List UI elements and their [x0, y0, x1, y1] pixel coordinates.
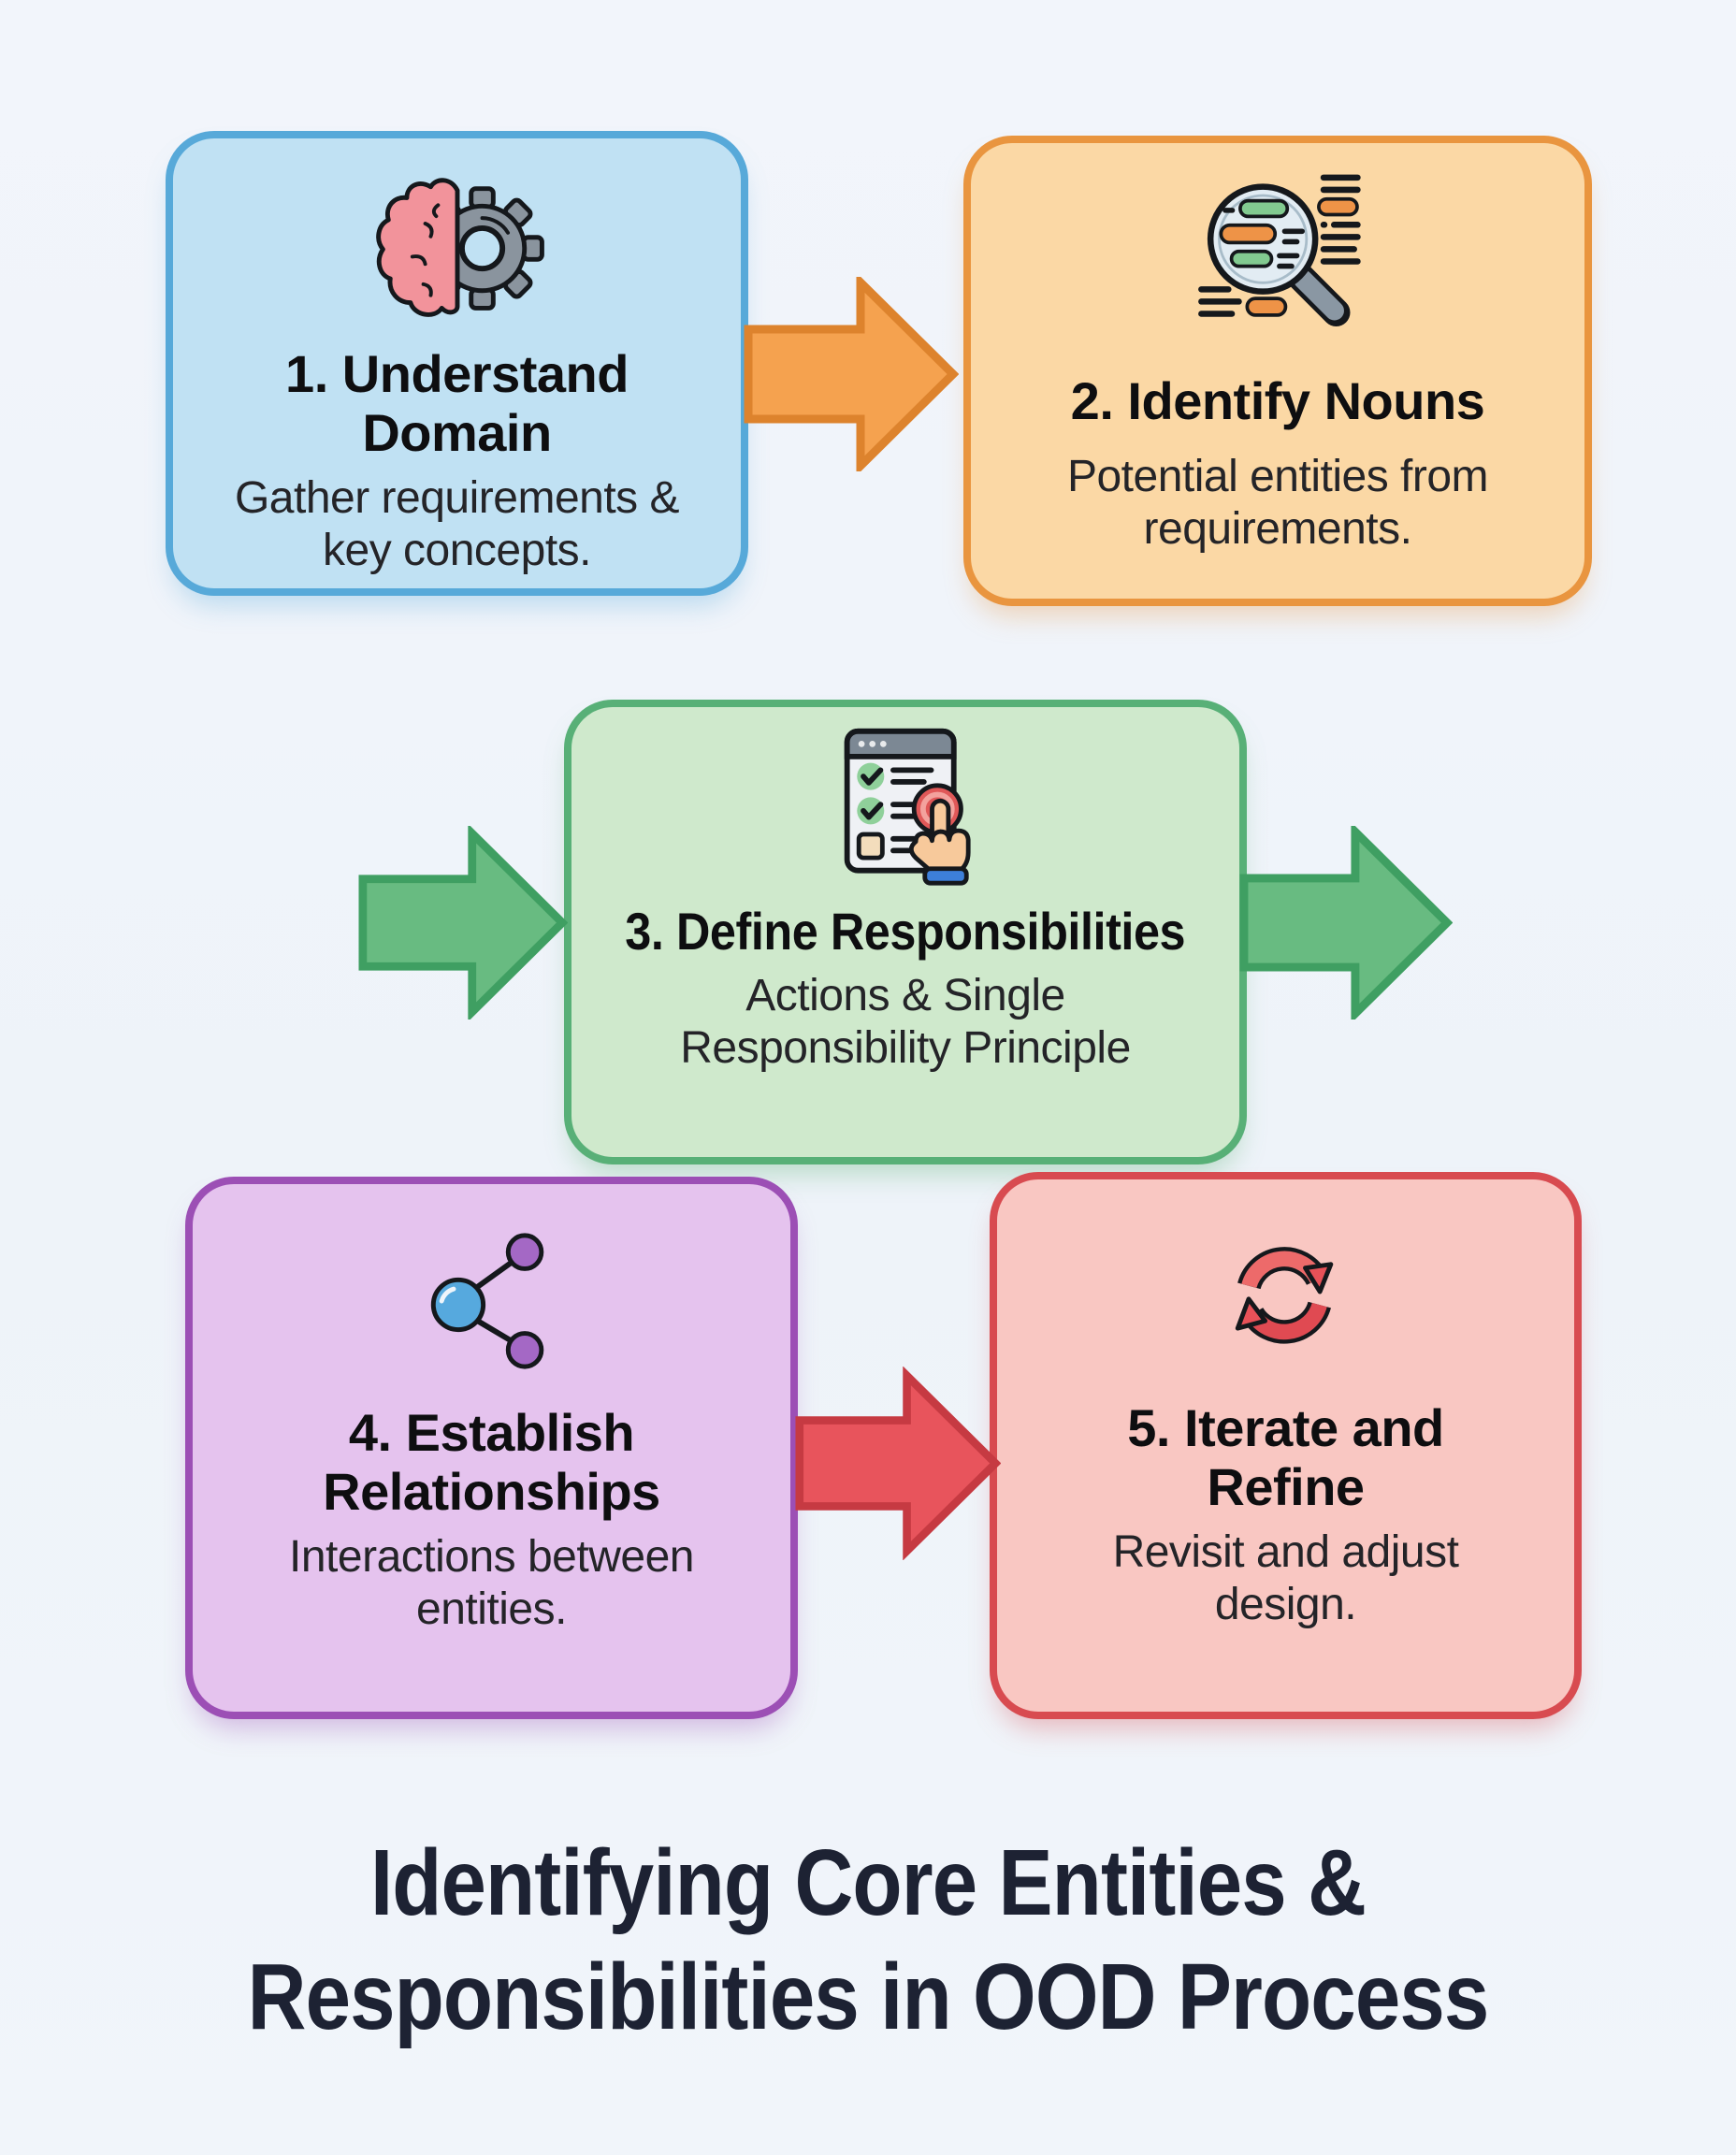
share-nodes-icon [427, 1227, 557, 1375]
step-heading: 5. Iterate and Refine [1127, 1398, 1444, 1517]
checklist-click-icon [827, 726, 984, 889]
arrow-into-step3-icon [358, 826, 568, 1020]
step-card-1: 1. Understand Domain Gather requirements… [166, 131, 748, 596]
magnifier-analysis-icon [1187, 169, 1369, 340]
step-heading: 1. Understand Domain [285, 344, 629, 463]
step-description: Revisit and adjust design. [1112, 1526, 1459, 1629]
step-heading: 3. Define Responsibilities [625, 902, 1186, 961]
arrow-out-of-step3-icon [1239, 826, 1453, 1020]
brain-gear-icon [369, 170, 546, 331]
step-card-5: 5. Iterate and Refine Revisit and adjust… [990, 1172, 1582, 1719]
iterate-cycle-icon [1224, 1215, 1348, 1370]
step-card-4: 4. Establish Relationships Interactions … [185, 1177, 798, 1719]
step-description: Potential entities from requirements. [1066, 452, 1489, 555]
step-card-3: 3. Define Responsibilities Actions & Sin… [564, 700, 1247, 1164]
step-heading: 4. Establish Relationships [323, 1403, 660, 1522]
step-card-2: 2. Identify Nouns Potential entities fro… [963, 136, 1592, 606]
arrow-step1-to-step2-icon [744, 277, 959, 471]
step-heading: 2. Identify Nouns [1070, 371, 1485, 430]
arrow-step4-to-step5-icon [795, 1367, 1001, 1560]
infographic-title: Identifying Core Entities & Responsibili… [247, 1830, 1490, 2049]
step-description: Interactions between entities. [289, 1531, 694, 1634]
step-description: Gather requirements & key concepts. [234, 472, 680, 575]
step-description: Actions & Single Responsibility Principl… [680, 971, 1131, 1074]
